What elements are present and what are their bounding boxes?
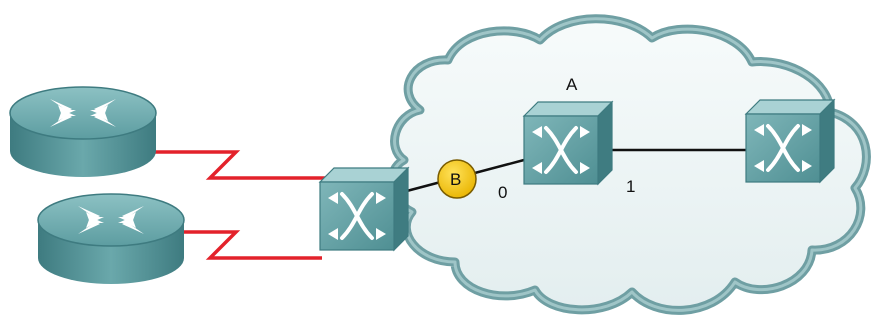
atm-switch-icon (744, 98, 836, 184)
port-0-label: 0 (498, 183, 508, 202)
switch-a-label: A (566, 75, 578, 94)
port-1-label: 1 (626, 177, 636, 196)
point-b-marker (437, 159, 477, 199)
atm-switch-icon (318, 166, 410, 252)
point-b-label: B (450, 170, 462, 189)
cloud-icon (387, 14, 871, 315)
router-icon (37, 193, 185, 284)
serial-link-bottom (178, 230, 322, 260)
serial-link-top (150, 150, 328, 180)
router-icon (9, 86, 157, 177)
atm-switch-icon (522, 100, 614, 186)
